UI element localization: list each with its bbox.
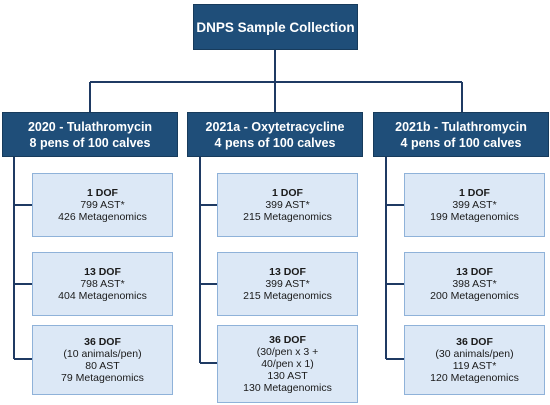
sample-line: 79 Metagenomics xyxy=(61,372,144,384)
sample-day: 13 DOF xyxy=(84,266,121,278)
sample-line: 799 AST* xyxy=(80,199,125,211)
sample-line: 120 Metagenomics xyxy=(430,372,519,384)
sample-line: 426 Metagenomics xyxy=(58,211,147,223)
group-node-2021a: 2021a - Oxytetracycline 4 pens of 100 ca… xyxy=(187,112,363,157)
sample-line: (30 animals/pen) xyxy=(435,348,514,360)
sample-node-2021a-13dof: 13 DOF 399 AST* 215 Metagenomics xyxy=(217,252,358,316)
sample-day: 13 DOF xyxy=(269,266,306,278)
sample-line: 119 AST* xyxy=(452,360,497,372)
group-subtitle: 8 pens of 100 calves xyxy=(29,135,151,150)
sample-day: 1 DOF xyxy=(87,187,118,199)
root-node: DNPS Sample Collection xyxy=(193,4,358,50)
sample-line: 215 Metagenomics xyxy=(243,290,332,302)
root-title: DNPS Sample Collection xyxy=(196,19,355,35)
group-node-2021b: 2021b - Tulathromycin 4 pens of 100 calv… xyxy=(373,112,549,157)
sample-line: (30/pen x 3 + xyxy=(256,346,319,358)
sample-line: 130 AST xyxy=(267,370,308,382)
sample-node-2020-1dof: 1 DOF 799 AST* 426 Metagenomics xyxy=(32,173,173,237)
sample-line: 200 Metagenomics xyxy=(430,290,519,302)
sample-node-2021b-36dof: 36 DOF (30 animals/pen) 119 AST* 120 Met… xyxy=(404,325,545,395)
group-title: 2021b - Tulathromycin xyxy=(395,119,527,134)
sample-line: 404 Metagenomics xyxy=(58,290,147,302)
sample-node-2020-13dof: 13 DOF 798 AST* 404 Metagenomics xyxy=(32,252,173,316)
sample-day: 36 DOF xyxy=(84,336,121,348)
sample-day: 1 DOF xyxy=(272,187,303,199)
sample-line: 399 AST* xyxy=(265,199,310,211)
group-title: 2021a - Oxytetracycline xyxy=(205,119,345,134)
sample-line: 399 AST* xyxy=(452,199,497,211)
group-node-2020: 2020 - Tulathromycin 8 pens of 100 calve… xyxy=(2,112,178,157)
sample-line: 40/pen x 1) xyxy=(261,358,314,370)
sample-day: 1 DOF xyxy=(459,187,490,199)
sample-node-2021b-13dof: 13 DOF 398 AST* 200 Metagenomics xyxy=(404,252,545,316)
sample-line: 399 AST* xyxy=(265,278,310,290)
sample-line: 130 Metagenomics xyxy=(243,382,332,394)
sample-line: 215 Metagenomics xyxy=(243,211,332,223)
sample-node-2020-36dof: 36 DOF (10 animals/pen) 80 AST 79 Metage… xyxy=(32,325,173,395)
sample-day: 13 DOF xyxy=(456,266,493,278)
sample-line: (10 animals/pen) xyxy=(63,348,142,360)
sample-line: 398 AST* xyxy=(452,278,497,290)
sample-line: 199 Metagenomics xyxy=(430,211,519,223)
sample-node-2021a-36dof: 36 DOF (30/pen x 3 + 40/pen x 1) 130 AST… xyxy=(217,325,358,403)
group-subtitle: 4 pens of 100 calves xyxy=(400,135,522,150)
sample-node-2021b-1dof: 1 DOF 399 AST* 199 Metagenomics xyxy=(404,173,545,237)
sample-node-2021a-1dof: 1 DOF 399 AST* 215 Metagenomics xyxy=(217,173,358,237)
sample-day: 36 DOF xyxy=(456,336,493,348)
group-subtitle: 4 pens of 100 calves xyxy=(214,135,336,150)
sample-day: 36 DOF xyxy=(269,334,306,346)
sample-line: 80 AST xyxy=(85,360,120,372)
sample-line: 798 AST* xyxy=(80,278,125,290)
group-title: 2020 - Tulathromycin xyxy=(27,119,153,134)
